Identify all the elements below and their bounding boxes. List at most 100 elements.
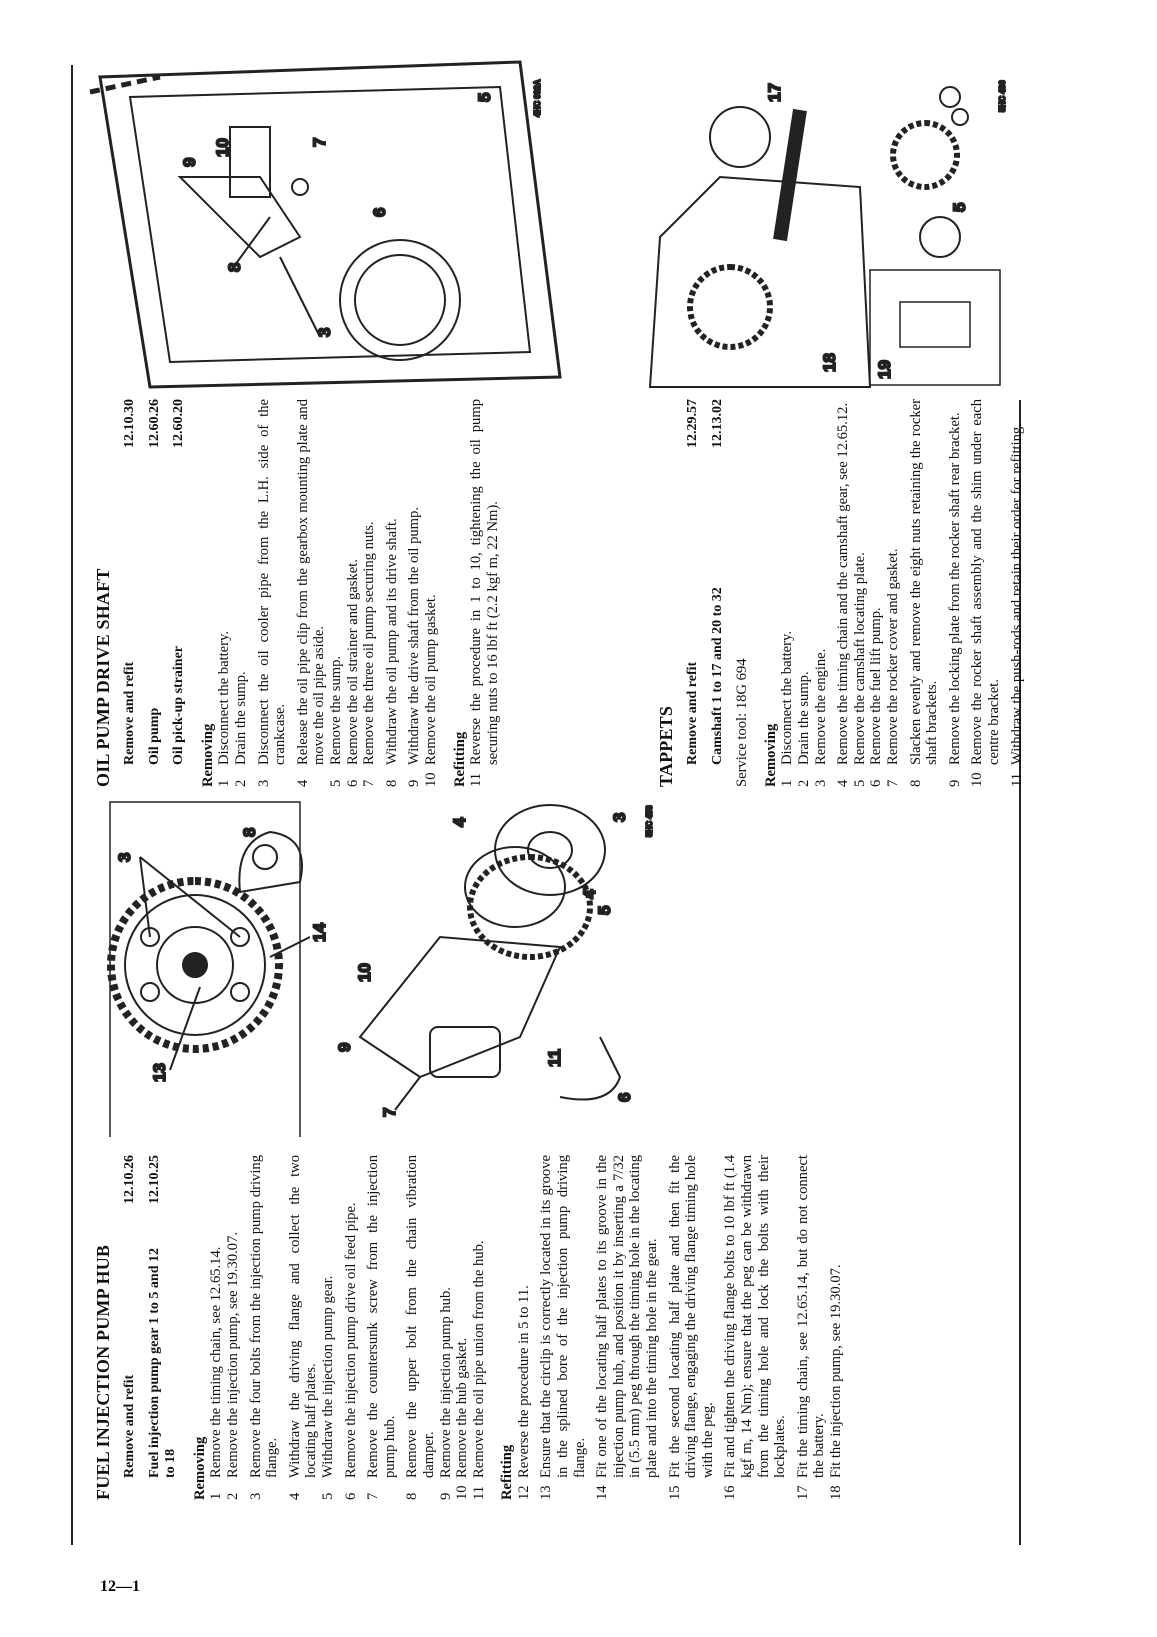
step-text: Drain the sump.	[795, 671, 812, 765]
operation-code: 12.29.57	[685, 399, 700, 448]
step-item: 6 Remove the fuel lift pump.	[868, 399, 885, 787]
step-number: 9	[406, 779, 423, 787]
step-number: 17	[794, 1485, 811, 1500]
callout-5: 5	[950, 203, 969, 212]
callout-5: 5	[475, 93, 494, 102]
step-number: 8	[907, 779, 924, 787]
step-text: Remove the oil strainer and gasket.	[344, 559, 361, 765]
step-number: 4	[835, 779, 852, 787]
operation-label: Oil pump	[146, 707, 162, 765]
step-number: 9	[946, 779, 963, 787]
step-number: 6	[868, 779, 885, 787]
step-text: Remove the sump.	[327, 655, 344, 765]
operation-row: Fuel injection pump gear 1 to 5 and 12 t…	[147, 1155, 180, 1500]
step-item: 9 Withdraw the drive shaft from the oil p…	[406, 399, 423, 787]
step-number: 18	[827, 1485, 844, 1500]
step-text: Remove the rocker cover and gasket.	[884, 548, 901, 765]
step-text: Withdraw the injection pump gear.	[319, 1275, 336, 1478]
callout-7: 7	[380, 1108, 399, 1117]
callout-3: 3	[315, 328, 334, 337]
callout-7: 7	[310, 138, 329, 147]
step-text: Fit the second locating half plate and t…	[666, 1155, 716, 1478]
step-number: 4	[286, 1492, 303, 1500]
step-number: 4	[294, 779, 311, 787]
step-number: 3	[247, 1492, 264, 1500]
operation-row: Remove and refit 12.10.26	[122, 1155, 139, 1500]
operation-label: Oil pick-up strainer	[171, 645, 187, 765]
operation-code: 12.60.20	[171, 399, 187, 448]
step-number: 12	[515, 1485, 532, 1500]
operation-label: Remove and refit	[122, 1374, 137, 1478]
step-text: Remove the injection pump, see 19.30.07.	[224, 1231, 241, 1478]
operation-code: 12.60.26	[146, 399, 162, 448]
step-number: 3	[255, 779, 272, 787]
step-number: 10	[454, 1485, 471, 1500]
callout-10: 10	[213, 138, 232, 157]
step-text: Disconnect the battery.	[216, 631, 233, 765]
section-title: FUEL INJECTION PUMP HUB	[93, 1244, 113, 1500]
callout-5: 5	[595, 906, 614, 915]
operation-code: 12.10.26	[122, 1155, 137, 1204]
step-text: Withdraw the oil pump and its drive shaf…	[383, 518, 400, 765]
callout-8: 8	[225, 263, 244, 272]
step-text: Fit the injection pump, see 19.30.07.	[827, 1264, 844, 1478]
step-item: 9 Remove the locking plate from the rocke…	[947, 399, 964, 787]
figure-ref: 5HC 436	[998, 80, 1007, 112]
step-item: 2 Remove the injection pump, see 19.30.07…	[225, 1155, 242, 1500]
step-text: Withdraw the drive shaft from the oil pu…	[406, 507, 423, 765]
step-text: Ensure that the circlip is correctly loc…	[538, 1155, 588, 1478]
operation-label: Remove and refit	[122, 661, 137, 765]
step-number: 15	[666, 1485, 683, 1500]
section-title: OIL PUMP DRIVE SHAFT	[93, 568, 113, 787]
callout-10: 10	[355, 963, 374, 982]
operation-label: Fuel injection pump gear 1 to 5 and 12 t…	[146, 1248, 179, 1478]
step-text: Release the oil pipe clip from the gearb…	[294, 399, 328, 765]
step-text: Remove the locking plate from the rocker…	[946, 412, 963, 765]
oil-pump-figure: 9 10 7 8 6 5 3 4HC 092A	[89, 60, 562, 389]
step-text: Remove the rocker shaft assembly and the…	[969, 399, 1002, 765]
step-number: 2	[232, 779, 249, 787]
callout-13: 13	[150, 1063, 169, 1082]
step-text: Disconnect the battery.	[779, 631, 796, 765]
step-number: 6	[344, 779, 361, 787]
step-number: 11	[1008, 772, 1025, 787]
step-number: 13	[538, 1485, 555, 1500]
step-number: 10	[969, 772, 986, 787]
step-text: Remove the camshaft locating plate.	[851, 552, 868, 765]
step-text: Remove the fuel lift pump.	[868, 607, 885, 765]
callout-9: 9	[335, 1043, 354, 1052]
fuel-injection-pump-hub-section: FUEL INJECTION PUMP HUB Remove and refit 1…	[92, 1155, 845, 1500]
step-number: 2	[224, 1492, 241, 1500]
step-number: 3	[812, 779, 829, 787]
figure-ref: 5HC 453	[645, 805, 654, 837]
callout-17: 17	[765, 83, 784, 102]
step-item: 10 Remove the rocker shaft assembly and t…	[969, 399, 1002, 787]
step-number: 14	[594, 1485, 611, 1500]
figure-ref: 4HC 092A	[533, 79, 542, 117]
step-number: 6	[342, 1492, 359, 1500]
operation-row: Oil pick-up strainer 12.60.20	[171, 399, 188, 787]
